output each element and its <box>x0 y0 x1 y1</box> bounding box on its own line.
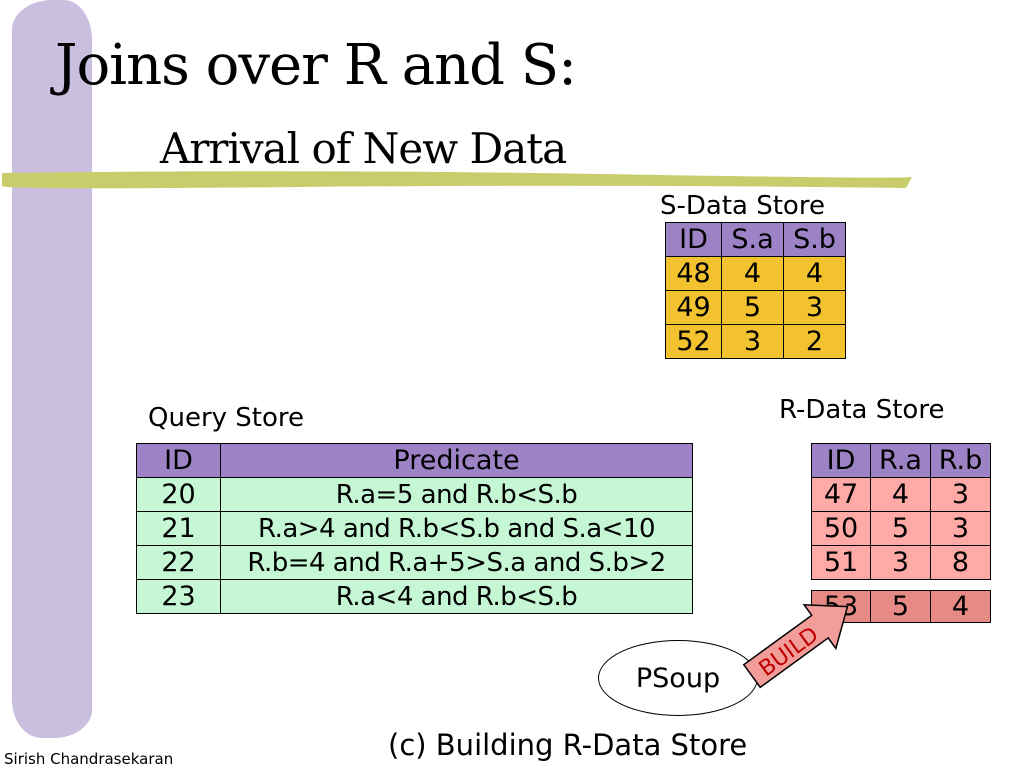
new-table-row: 53 5 4 <box>811 590 991 623</box>
slide-caption: (c) Building R-Data Store <box>388 728 748 762</box>
predicate-cell: R.a=5 and R.b<S.b <box>220 477 693 512</box>
table-cell: 22 <box>136 545 221 580</box>
author-footer: Sirish Chandrasekaran <box>4 750 174 768</box>
table-cell: 3 <box>870 545 931 580</box>
s-store-label: S-Data Store <box>660 191 825 221</box>
table-cell: 51 <box>811 545 871 580</box>
s-data-store-table: ID S.a S.b 48 4 4 49 5 3 52 3 2 <box>665 222 846 359</box>
query-store-label: Query Store <box>148 403 304 433</box>
table-header-row: ID S.a S.b <box>665 222 846 257</box>
query-store-table: ID Predicate 20 R.a=5 and R.b<S.b 21 R.a… <box>136 443 693 614</box>
table-cell: 3 <box>930 511 991 546</box>
table-row: 50 5 3 <box>811 511 991 546</box>
table-cell: 4 <box>783 256 846 291</box>
table-cell: 52 <box>665 324 722 359</box>
sidebar-decoration <box>12 0 92 738</box>
column-header: ID <box>136 443 221 478</box>
table-row: 22 R.b=4 and R.a+5>S.a and S.b>2 <box>136 545 693 580</box>
column-header: R.a <box>870 443 931 478</box>
table-cell: 2 <box>783 324 846 359</box>
table-cell: 50 <box>811 511 871 546</box>
table-cell: 23 <box>136 579 221 614</box>
table-row: 51 3 8 <box>811 545 991 580</box>
table-row: 47 4 3 <box>811 477 991 512</box>
table-cell: 4 <box>930 590 991 623</box>
predicate-cell: R.a>4 and R.b<S.b and S.a<10 <box>220 511 693 546</box>
table-cell: 49 <box>665 290 722 325</box>
predicate-cell: R.a<4 and R.b<S.b <box>220 579 693 614</box>
slide-subtitle: Arrival of New Data <box>160 124 567 173</box>
build-arrow-label: BUILD <box>755 622 824 682</box>
table-row: 48 4 4 <box>665 256 846 291</box>
table-cell: 21 <box>136 511 221 546</box>
slide-title: Joins over R and S: <box>55 33 577 98</box>
table-cell: 4 <box>721 256 784 291</box>
table-cell: 47 <box>811 477 871 512</box>
r-new-row-table: 53 5 4 <box>811 590 991 623</box>
psoup-label: PSoup <box>635 662 721 694</box>
table-cell: 3 <box>930 477 991 512</box>
column-header: S.a <box>721 222 784 257</box>
table-cell: 5 <box>870 590 931 623</box>
table-cell: 5 <box>721 290 784 325</box>
psoup-node: PSoup <box>598 640 758 716</box>
table-row: 23 R.a<4 and R.b<S.b <box>136 579 693 614</box>
table-cell: 3 <box>783 290 846 325</box>
table-row: 52 3 2 <box>665 324 846 359</box>
table-cell: 8 <box>930 545 991 580</box>
r-data-store-table: ID R.a R.b 47 4 3 50 5 3 51 3 8 <box>811 443 991 580</box>
table-header-row: ID R.a R.b <box>811 443 991 478</box>
table-row: 20 R.a=5 and R.b<S.b <box>136 477 693 512</box>
column-header: S.b <box>783 222 846 257</box>
column-header: Predicate <box>220 443 693 478</box>
r-store-label: R-Data Store <box>779 395 945 425</box>
table-header-row: ID Predicate <box>136 443 693 478</box>
table-row: 21 R.a>4 and R.b<S.b and S.a<10 <box>136 511 693 546</box>
table-cell: 48 <box>665 256 722 291</box>
table-cell: 53 <box>811 590 871 623</box>
table-row: 49 5 3 <box>665 290 846 325</box>
table-cell: 4 <box>870 477 931 512</box>
table-cell: 20 <box>136 477 221 512</box>
column-header: ID <box>665 222 722 257</box>
predicate-cell: R.b=4 and R.a+5>S.a and S.b>2 <box>220 545 693 580</box>
table-cell: 3 <box>721 324 784 359</box>
column-header: ID <box>811 443 871 478</box>
table-cell: 5 <box>870 511 931 546</box>
column-header: R.b <box>930 443 991 478</box>
